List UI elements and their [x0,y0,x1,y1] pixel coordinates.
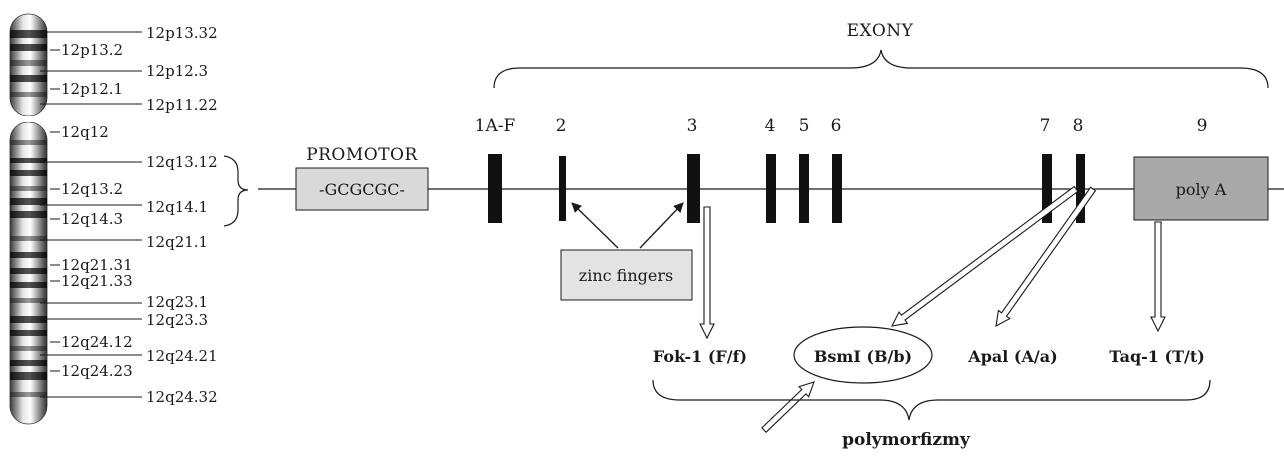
arrow-polya-to-taq1 [1150,221,1166,333]
polya-label: poly A [1176,180,1227,199]
chromosome-band [10,158,47,163]
promoter-box [295,167,429,211]
arrow-exon8-to-apal [995,186,1097,328]
zinc-arrow-exon-2 [571,202,619,249]
polya-box [1133,156,1269,221]
chromosome-band [10,392,47,397]
band-label: 12q21.31 [61,256,133,274]
band-label: 12q13.12 [146,153,218,171]
band-label: 12q24.21 [146,347,218,365]
arrow-exon8-to-bsmi [891,185,1079,327]
chromosome-band [10,346,47,351]
exon-6-block [832,154,842,223]
polymorphism-title: polymorfizmy [842,430,971,450]
chromosome-band [10,268,47,274]
band-label: 12q23.3 [146,311,208,329]
chromosome-band [10,30,47,38]
exon-1-block [488,154,502,223]
band-label: 12q14.3 [61,210,123,228]
exon-4-block [766,154,776,223]
promoter-sequence: -GCGCGC- [319,180,405,199]
chromosome-band [10,60,47,66]
chromosome-band [10,298,47,303]
zinc-fingers-label: zinc fingers [579,266,673,285]
band-label: 12q24.23 [61,362,133,380]
bsmi-highlight-ellipse [793,326,933,384]
band-label: 12p13.32 [146,24,218,42]
exony-brace [493,49,1269,89]
arrow-to-bsmi-highlight [761,381,815,433]
chromosome-band [10,198,47,205]
exon-2-label: 2 [556,116,567,136]
exon-7-block [1042,154,1052,223]
chromosome-band [10,170,47,176]
exon-6-label: 6 [831,116,842,136]
band-label: 12q23.1 [146,293,208,311]
q-arm-band-labels: 12q12 12q13.12 12q13.2 12q14.1 12q14.3 12q21.… [40,123,218,406]
chromosome-band [10,236,47,241]
p-arm-band-labels: 12p13.32 12p13.2 12p12.3 12p12.1 12p11.22 [40,24,218,114]
band-label: 12q12 [61,123,109,141]
band-label: 12q24.12 [61,333,133,351]
exon-3-block [687,154,700,223]
exon-4-label: 4 [765,116,776,136]
band-label: 12q24.32 [146,388,218,406]
chromosome-band [10,44,47,51]
centromere-gap [10,116,47,122]
zinc-fingers-box [560,249,693,301]
exon-2-block [559,156,566,221]
band-label: 12p12.3 [146,62,208,80]
exon-5-block [799,154,809,223]
snp-bsmi: BsmI (B/b) [814,347,912,366]
zinc-arrow-exon-3 [639,202,684,249]
band-label: 12p11.22 [146,96,218,114]
chromosome-band [10,282,47,288]
band-label: 12p13.2 [61,41,123,59]
chromosome-band [10,330,47,336]
band-label: 12q13.2 [61,180,123,198]
chromosome-ideogram [9,13,48,425]
exon-1-label: 1A-F [475,116,516,136]
snp-apal: Apal (A/a) [967,347,1057,366]
chromosome-band [10,140,47,145]
exons: 1A-F 2 3 4 5 6 7 8 9 [475,116,1208,223]
band-label: 12q21.33 [61,272,133,290]
exon-5-label: 5 [799,116,810,136]
band-label: 12p12.1 [61,80,123,98]
chromosome-band [10,360,47,366]
snp-taq1: Taq-1 (T/t) [1109,347,1205,366]
exon-9-label: 9 [1197,116,1208,136]
polymorphism-arrows [699,185,1166,433]
chromosome-band [10,211,47,218]
arrow-exon3-to-fok1 [699,206,715,340]
chromosome-band [10,92,47,97]
chromosome-band [10,75,47,82]
chromosome-band [10,316,47,323]
exony-label: EXONY [847,21,914,41]
exon-3-label: 3 [687,116,698,136]
promoter-label: PROMOTOR [306,145,418,165]
snp-fok1: Fok-1 (F/f) [653,347,747,366]
exon-7-label: 7 [1040,116,1051,136]
exon-8-label: 8 [1073,116,1084,136]
band-label: 12q14.1 [146,198,208,216]
polymorphism-brace [652,379,1211,421]
chromosome-band [10,252,47,258]
region-bracket [223,155,249,227]
exon-8-block [1076,154,1085,223]
chromosome-band [10,186,47,191]
band-label: 12q21.1 [146,233,208,251]
chromosome-band [10,372,47,380]
